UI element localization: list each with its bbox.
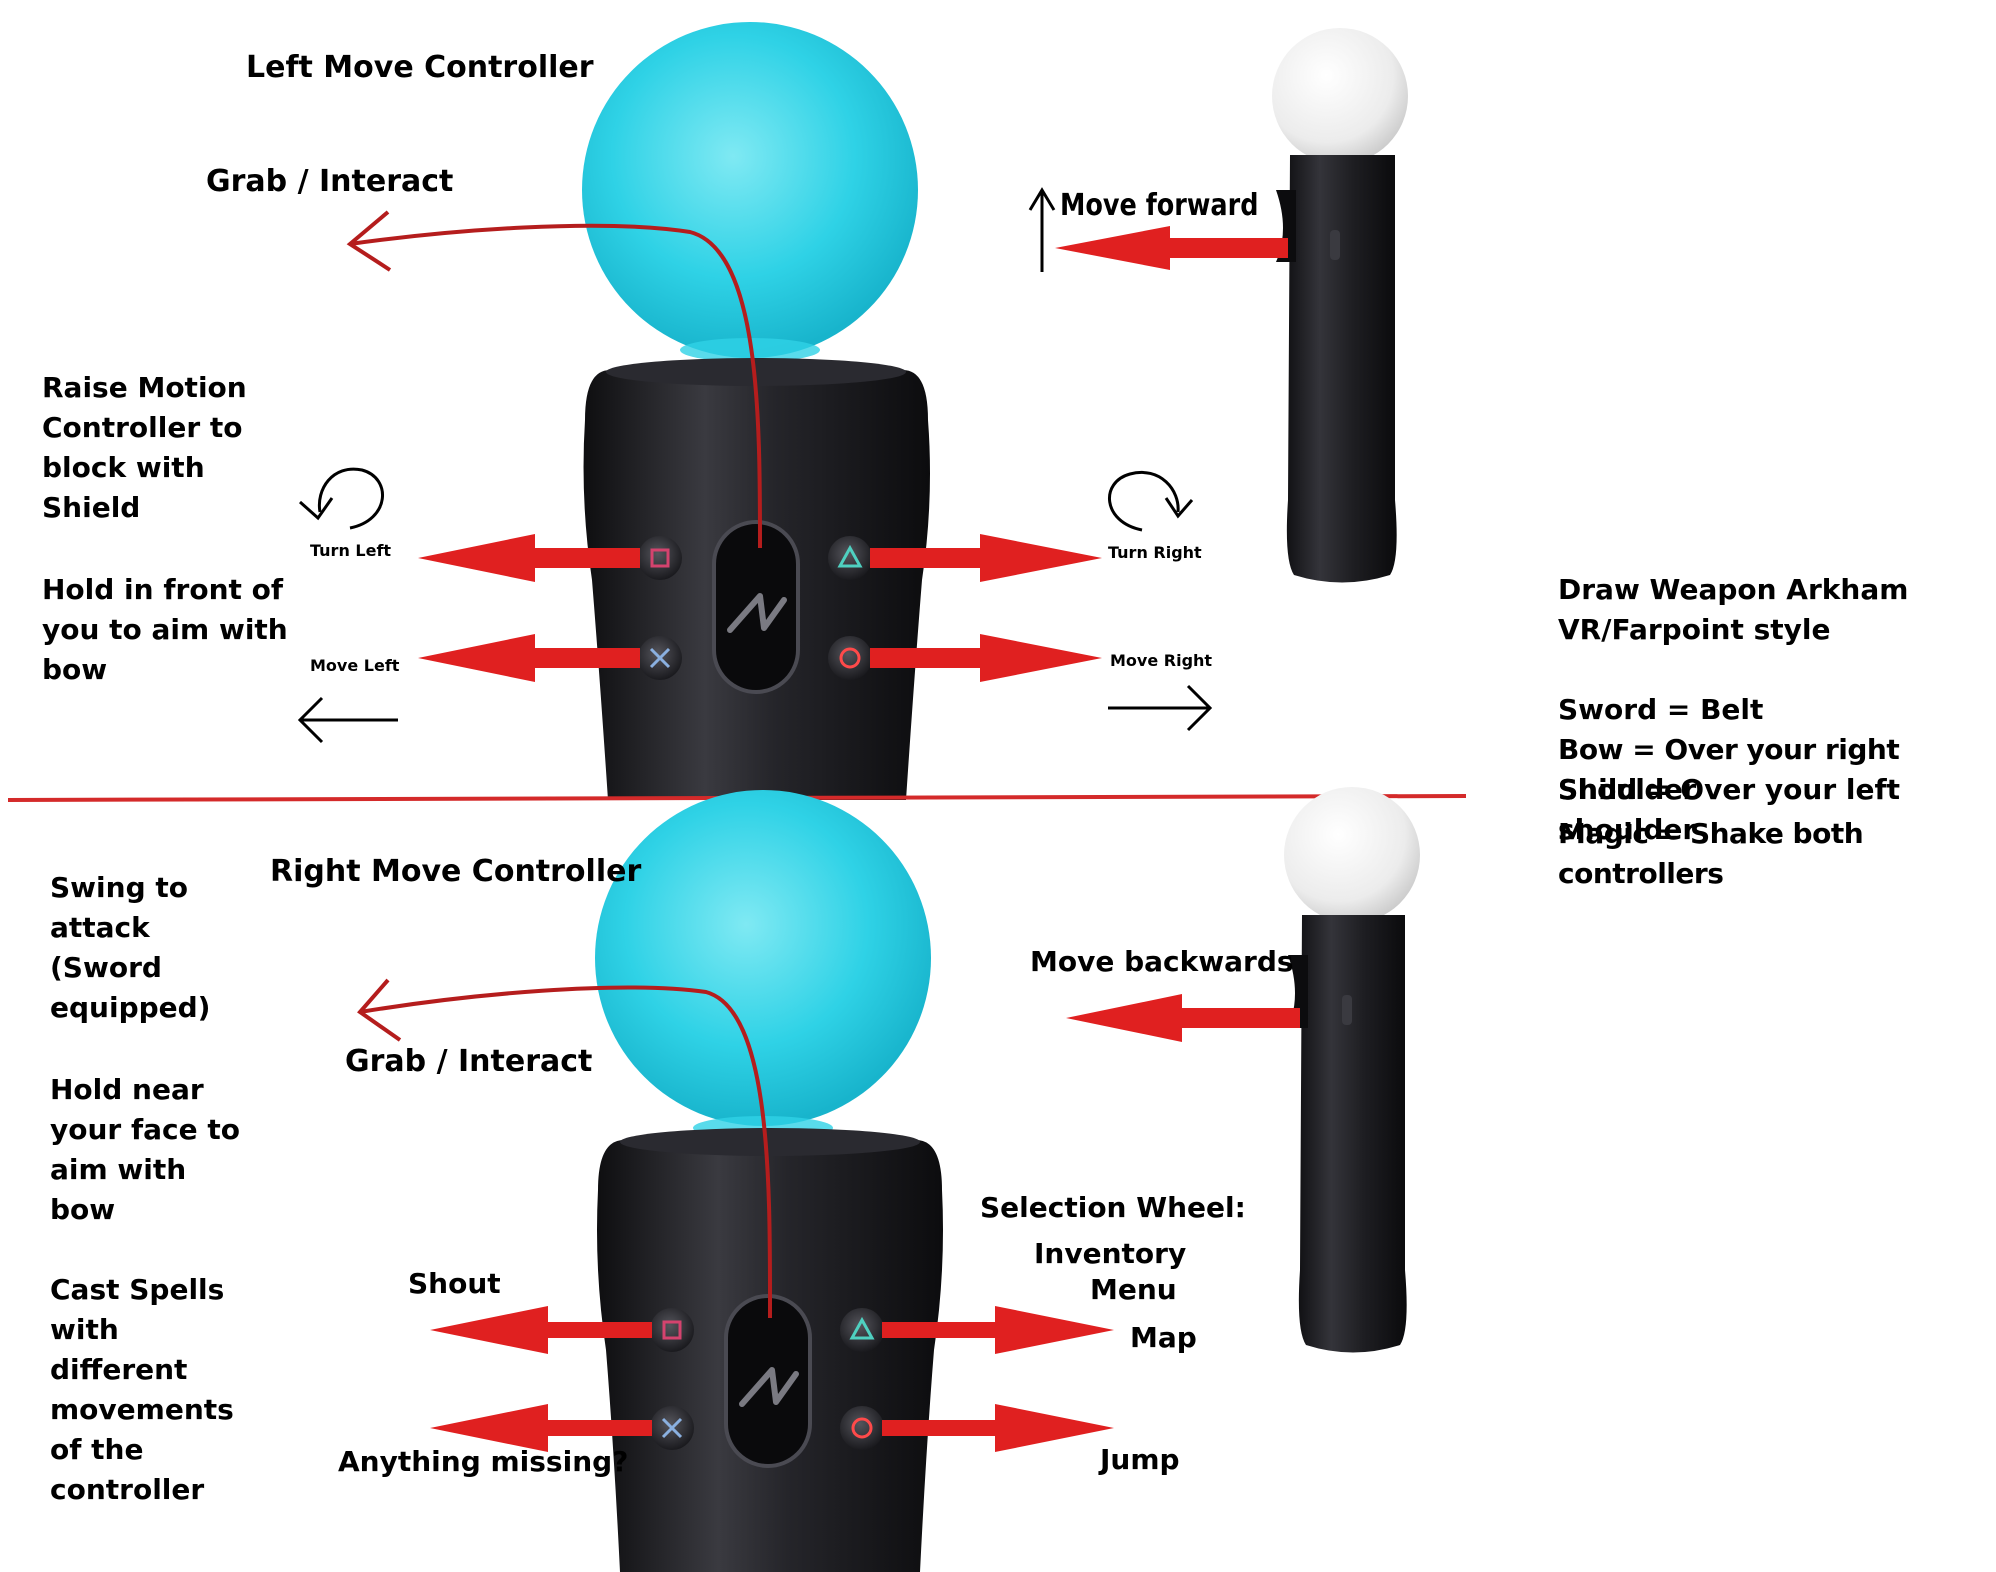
sword-rule-label: Sword = Belt	[1558, 693, 1764, 726]
move-backwards-label: Move backwards	[1030, 945, 1294, 978]
rotate-cw-icon	[1107, 471, 1180, 532]
square-button-icon	[650, 1308, 694, 1352]
square-button-icon	[638, 536, 682, 580]
shout-arrow	[430, 1306, 652, 1354]
move-left-label: Move Left	[310, 656, 400, 675]
jump-arrow	[882, 1404, 1114, 1452]
left-orb	[582, 22, 918, 358]
move-forward-arrow	[1055, 226, 1288, 270]
move-backwards-arrow	[1066, 994, 1300, 1042]
bow-rule-label: Bow = Over your right Shoulder	[1558, 733, 1900, 806]
raise-block-label: Raise Motion Controller to block with Sh…	[42, 371, 247, 524]
grab-curve-top	[349, 223, 762, 549]
map-label: Map	[1130, 1321, 1197, 1354]
grab-arrow-head-top	[346, 210, 392, 272]
turn-right-label: Turn Right	[1108, 543, 1202, 562]
grab-interact-label-top: Grab / Interact	[206, 164, 454, 199]
right-side-controller	[1284, 787, 1420, 1353]
shield-rule-label: Shild = Over your left shoulder	[1558, 773, 1901, 846]
top-arrows	[418, 226, 1288, 682]
menu-label: Menu	[1090, 1273, 1177, 1306]
circle-button-icon	[840, 1406, 884, 1450]
cross-button-icon	[638, 636, 682, 680]
magic-rule-label: Magic = Shake both controllers	[1558, 817, 1864, 890]
left-move-button	[712, 520, 800, 694]
rotate-ccw-icon	[317, 467, 385, 530]
right-orb	[595, 790, 931, 1126]
move-right-label: Move Right	[1110, 651, 1213, 670]
circle-button-icon	[828, 636, 872, 680]
grab-interact-label-bottom: Grab / Interact	[345, 1044, 593, 1079]
jump-label: Jump	[1100, 1443, 1180, 1476]
hold-aim-bow-label: Hold in front of you to aim with bow	[42, 573, 288, 686]
inventory-label: Inventory	[1034, 1237, 1187, 1270]
right-move-controller	[595, 790, 943, 1572]
turn-left-label: Turn Left	[310, 541, 392, 560]
selection-wheel-label: Selection Wheel:	[980, 1191, 1246, 1224]
cross-button-icon	[650, 1406, 694, 1450]
left-controller-title: Left Move Controller	[246, 50, 594, 85]
selection-wheel-arrow	[882, 1306, 1114, 1354]
grab-arrow-head-bottom	[357, 978, 402, 1042]
right-move-button	[724, 1294, 812, 1468]
turn-right-arrow	[870, 534, 1102, 582]
move-forward-label: Move forward	[1060, 188, 1259, 223]
move-right-arrow	[870, 634, 1102, 682]
bottom-arrows	[430, 994, 1300, 1452]
move-logo-icon	[739, 1367, 799, 1407]
turn-left-arrow	[418, 534, 640, 582]
swing-attack-label: Swing to attack (Sword equipped)	[50, 871, 211, 1024]
grab-curve-bottom	[359, 985, 773, 1319]
arrow-right-icon	[1108, 684, 1213, 732]
draw-weapon-label: Draw Weapon Arkham VR/Farpoint style	[1558, 573, 1909, 646]
hold-face-bow-label: Hold near your face to aim with bow	[50, 1073, 241, 1226]
triangle-button-icon	[828, 536, 872, 580]
triangle-button-icon	[840, 1308, 884, 1352]
left-side-controller	[1272, 28, 1408, 583]
shout-label: Shout	[408, 1267, 501, 1300]
move-logo-icon	[727, 593, 787, 633]
missing-arrow	[430, 1404, 652, 1452]
move-left-arrow	[418, 634, 640, 682]
cast-spells-label: Cast Spells with different movements of …	[50, 1273, 234, 1506]
arrow-left-icon	[297, 696, 398, 744]
right-controller-title: Right Move Controller	[270, 854, 642, 889]
anything-missing-label: Anything missing?	[338, 1445, 629, 1478]
arrow-up-icon	[1028, 187, 1056, 272]
